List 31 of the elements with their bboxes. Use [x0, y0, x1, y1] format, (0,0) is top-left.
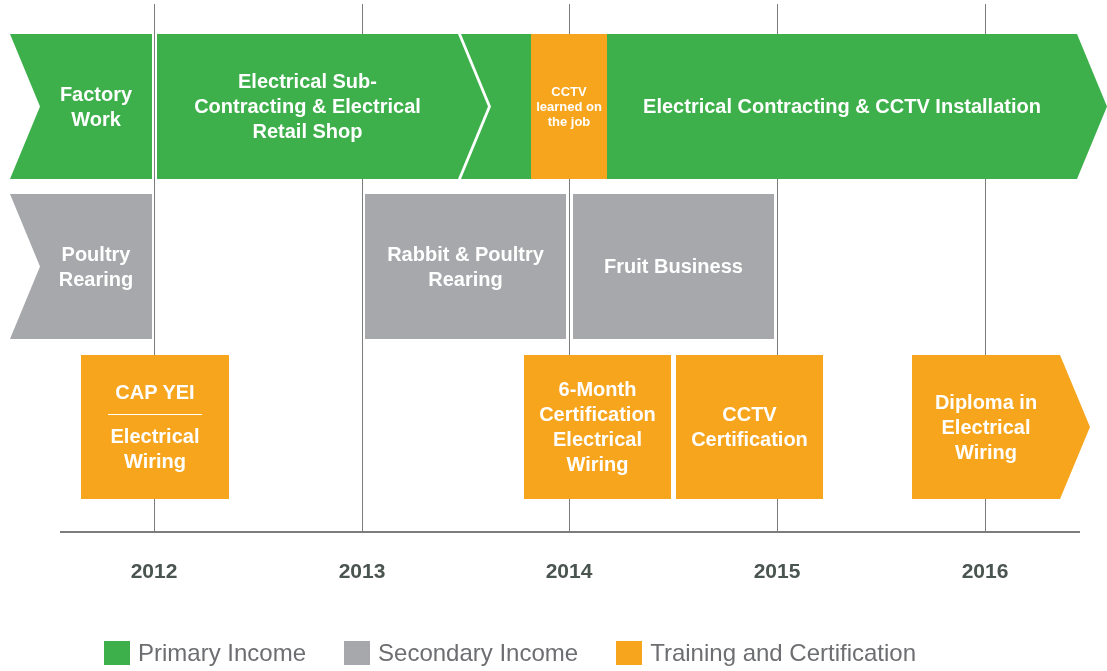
arrow-banner	[157, 34, 488, 179]
training-box	[81, 355, 229, 499]
node-label: CCTV Certification	[690, 402, 809, 452]
chevron-banner	[10, 34, 152, 179]
node-label: Electrical Contracting & CCTV Installation	[643, 94, 1041, 119]
legend-label: Primary Income	[138, 638, 307, 668]
node-label: Diploma in Electrical Wiring	[933, 389, 1039, 465]
year-label: 2013	[337, 558, 387, 584]
legend-label: Training and Certification	[650, 638, 917, 668]
node-label: Rabbit & Poultry Rearing	[386, 241, 545, 292]
year-label: 2016	[960, 558, 1010, 584]
node-label: Factory Work	[58, 81, 134, 132]
node-label: Poultry Rearing	[57, 241, 135, 292]
node-label: Electrical Wiring	[109, 424, 201, 474]
period-box	[531, 34, 607, 179]
year-label: 2012	[129, 558, 179, 584]
node-label: CAP YEI	[115, 380, 195, 405]
year-label: 2014	[544, 558, 594, 584]
arrow-banner	[461, 34, 1107, 179]
node-label: Electrical Sub-Contracting & Electrical Retail Shop	[193, 69, 422, 144]
legend-label: Secondary Income	[378, 638, 579, 668]
node-label: CCTV learned on the job	[535, 84, 603, 129]
period-box	[365, 194, 566, 339]
year-label: 2015	[752, 558, 802, 584]
training-box	[524, 355, 671, 499]
chevron-banner	[10, 194, 152, 339]
node-label: 6-Month Certification Electrical Wiring	[538, 377, 657, 477]
period-box	[573, 194, 774, 339]
node-label: Fruit Business	[604, 254, 743, 279]
arrow-banner	[912, 355, 1090, 499]
training-box	[676, 355, 823, 499]
